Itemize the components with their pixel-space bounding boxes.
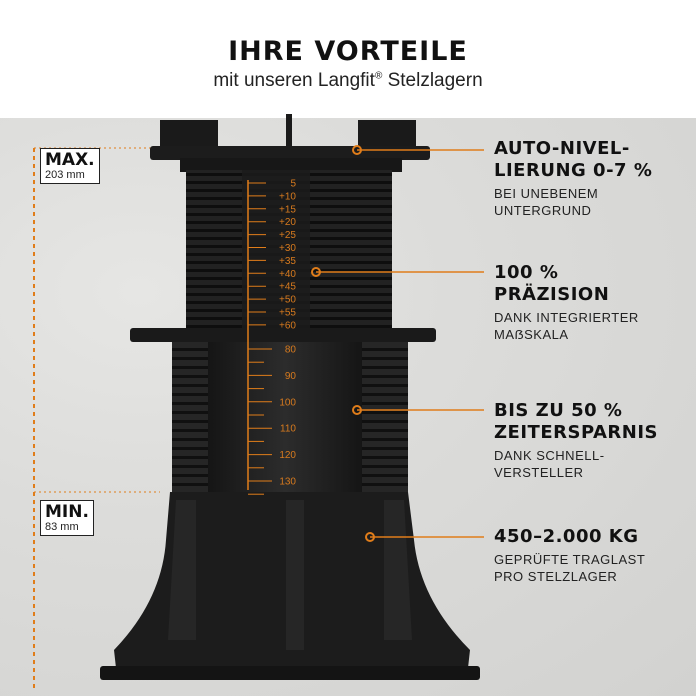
feature-desc-line1: DANK INTEGRIERTER	[494, 310, 639, 325]
feature-title: 100 %PRÄZISION	[494, 262, 694, 306]
feature-title-line1: AUTO-NIVEL-	[494, 138, 630, 159]
feature-time-saving: BIS ZU 50 %ZEITERSPARNIS DANK SCHNELL- VE…	[494, 400, 694, 481]
upper-tick-label: +30	[279, 243, 296, 254]
feature-precision: 100 %PRÄZISION DANK INTEGRIERTER MAẞSKALA	[494, 262, 694, 343]
feature-title-line2: LIERUNG 0-7 %	[494, 160, 653, 181]
top-tab-right	[358, 120, 416, 148]
middle-disc	[130, 328, 436, 342]
min-height-label: MIN. 83 mm	[40, 500, 94, 536]
upper-tick-label: +10	[279, 191, 296, 202]
top-tab-left	[160, 120, 218, 148]
upper-tick-label: +20	[279, 217, 296, 228]
upper-tick-label: +60	[279, 320, 296, 331]
base-plate	[100, 666, 480, 680]
top-collar	[180, 158, 402, 172]
lower-tick-label: 100	[279, 397, 296, 408]
upper-tick-label: 5	[290, 179, 296, 190]
header: IHRE VORTEILE mit unseren Langfit® Stelz…	[0, 0, 696, 120]
lower-scale-body	[208, 342, 362, 496]
feature-desc-line1: GEPRÜFTE TRAGLAST	[494, 552, 646, 567]
upper-tick-label: +55	[279, 308, 296, 319]
feature-load-capacity: 450–2.000 KG GEPRÜFTE TRAGLAST PRO STELZL…	[494, 526, 694, 585]
feature-title-line2: PRÄZISION	[494, 284, 610, 305]
page-title: IHRE VORTEILE	[228, 36, 468, 67]
feature-title: BIS ZU 50 %ZEITERSPARNIS	[494, 400, 694, 444]
feature-desc-line2: MAẞSKALA	[494, 327, 569, 342]
registered-mark: ®	[374, 70, 383, 82]
callout-dot-3	[352, 405, 362, 415]
feature-title: AUTO-NIVEL-LIERUNG 0-7 %	[494, 138, 694, 182]
feature-desc: BEI UNEBENEM UNTERGRUND	[494, 185, 694, 219]
feature-desc-line2: UNTERGRUND	[494, 203, 592, 218]
feature-desc: DANK SCHNELL- VERSTELLER	[494, 447, 694, 481]
lower-tick-label: 130	[279, 477, 296, 488]
lower-tick-label: 80	[285, 345, 297, 356]
feature-title-line1: 100 %	[494, 262, 559, 283]
lower-tick-marks: 80 90 100 110 120 130	[248, 345, 296, 495]
base-rib-right	[384, 500, 412, 640]
upper-tick-marks: 5+10 +15 +20 +25 +30 +35 +40 +45 +50 +55+60	[248, 179, 296, 331]
feature-desc: DANK INTEGRIERTER MAẞSKALA	[494, 309, 694, 343]
min-label: MIN.	[45, 502, 89, 522]
callout-dot-4	[365, 532, 375, 542]
top-plate	[150, 146, 430, 160]
upper-tick-label: +50	[279, 295, 296, 306]
feature-desc: GEPRÜFTE TRAGLAST PRO STELZLAGER	[494, 551, 694, 585]
page-subtitle: mit unseren Langfit® Stelzlagern	[0, 70, 696, 92]
subtitle-suffix: Stelzlagern	[382, 70, 483, 91]
feature-desc-line2: PRO STELZLAGER	[494, 569, 618, 584]
upper-tick-label: +25	[279, 230, 296, 241]
lower-tick-label: 110	[280, 424, 296, 435]
max-value: 203 mm	[45, 169, 85, 181]
lower-tick-label: 120	[279, 450, 296, 461]
base-rib-left	[168, 500, 196, 640]
max-height-label: MAX. 203 mm	[40, 148, 100, 184]
upper-scale-strip	[242, 170, 310, 330]
max-label: MAX.	[45, 150, 95, 170]
upper-tick-label: +40	[279, 269, 296, 280]
upper-tick-label: +45	[279, 282, 296, 293]
base-rib-center	[286, 500, 304, 650]
feature-desc-line1: BEI UNEBENEM	[494, 186, 599, 201]
feature-title: 450–2.000 KG	[494, 526, 639, 547]
feature-desc-line2: VERSTELLER	[494, 465, 584, 480]
feature-title-line2: ZEITERSPARNIS	[494, 422, 658, 443]
top-fin	[286, 114, 292, 148]
min-value: 83 mm	[45, 521, 79, 533]
callout-dot-2	[311, 267, 321, 277]
upper-tick-label: +35	[279, 256, 296, 267]
callout-dot-1	[352, 145, 362, 155]
subtitle-prefix: mit unseren Langfit	[213, 70, 375, 91]
upper-tick-label: +15	[279, 204, 296, 215]
lower-tick-label: 90	[285, 371, 297, 382]
feature-desc-line1: DANK SCHNELL-	[494, 448, 605, 463]
feature-auto-leveling: AUTO-NIVEL-LIERUNG 0-7 % BEI UNEBENEM UNT…	[494, 138, 694, 219]
feature-title-line1: BIS ZU 50 %	[494, 400, 623, 421]
